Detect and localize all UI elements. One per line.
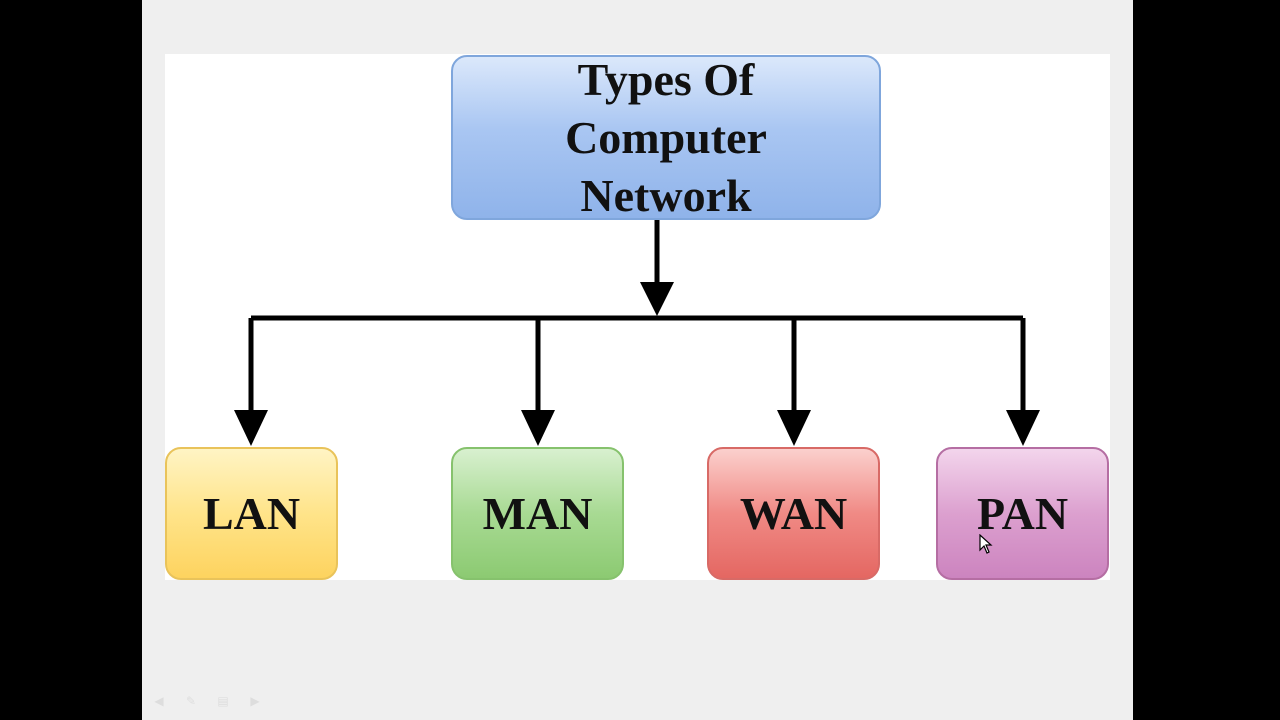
menu-icon[interactable]: ▤ xyxy=(217,694,229,708)
root-label-line2: Network xyxy=(580,169,752,221)
node-pan: PAN xyxy=(936,447,1109,580)
forward-icon[interactable]: ▶ xyxy=(250,694,260,708)
node-pan-label: PAN xyxy=(976,488,1069,539)
presenter-toolbar: ◀ ✎ ▤ ▶ xyxy=(150,694,264,708)
mouse-pointer-icon xyxy=(979,534,993,554)
node-lan-label: LAN xyxy=(202,488,301,539)
node-wan-label: WAN xyxy=(739,488,848,539)
node-lan: LAN xyxy=(165,447,338,580)
pen-icon[interactable]: ✎ xyxy=(185,694,197,708)
node-man: MAN xyxy=(451,447,624,580)
root-label-line1: Types Of Computer xyxy=(565,53,767,163)
root-node-types-of-computer-network: Types Of Computer Network xyxy=(451,54,881,221)
node-man-label: MAN xyxy=(482,488,593,539)
back-icon[interactable]: ◀ xyxy=(154,694,164,708)
node-wan: WAN xyxy=(707,447,880,580)
